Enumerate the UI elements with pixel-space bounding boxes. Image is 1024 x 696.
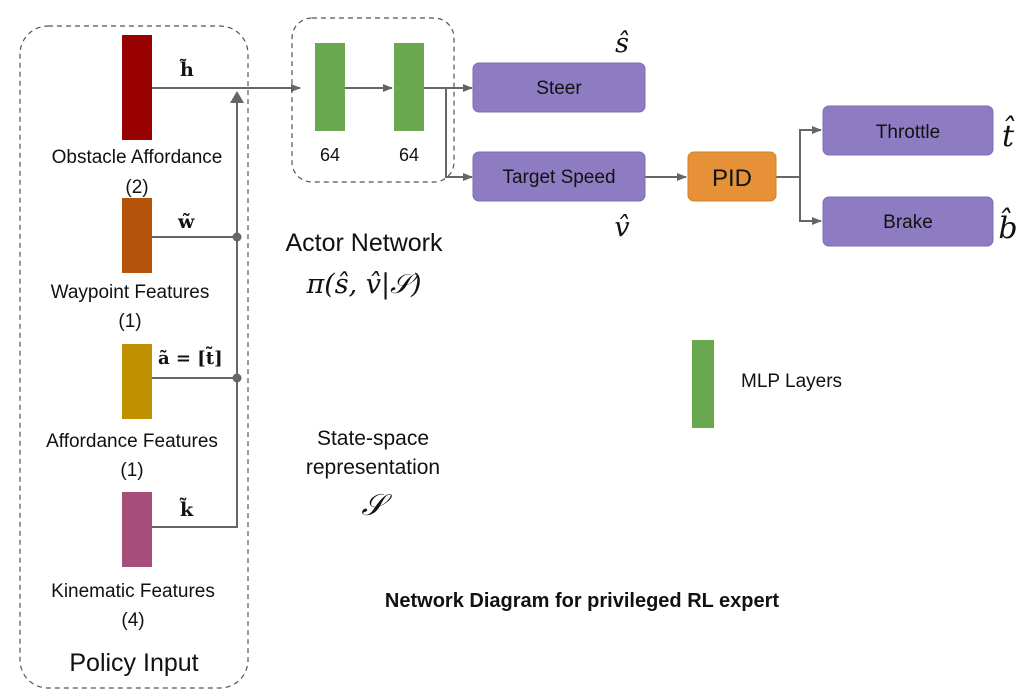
input-connectors	[152, 84, 301, 528]
k-symbol: k̃	[179, 498, 194, 521]
policy-input-title: Policy Input	[69, 649, 198, 677]
mlp-layer-1	[315, 43, 345, 131]
brake-box	[822, 196, 994, 247]
obstacle-affordance-count: (2)	[125, 177, 148, 198]
legend-mlp-swatch	[692, 340, 714, 428]
actor-network-formula: π(ŝ, v̂|𝒮)	[305, 269, 421, 300]
h-symbol: h̃	[179, 59, 194, 81]
kinematic-features-bar	[122, 492, 152, 567]
target-speed-symbol: v̂	[614, 212, 629, 243]
steer-box	[472, 62, 646, 113]
brake-symbol: b̂	[998, 207, 1017, 246]
state-space-line2: representation	[306, 456, 440, 479]
waypoint-features-label: Waypoint Features	[51, 282, 210, 303]
junction-dot-affordance	[232, 373, 242, 383]
affordance-features-count: (1)	[120, 460, 143, 481]
a-symbol: ã = [t̃]	[158, 346, 223, 369]
pid-box	[687, 151, 777, 202]
policy-input-container	[19, 25, 249, 689]
brake-label: Brake	[883, 212, 933, 233]
steer-symbol: ŝ	[615, 28, 629, 59]
waypoint-features-count: (1)	[118, 311, 141, 332]
pid-label: PID	[712, 165, 752, 192]
affordance-features-label: Affordance Features	[46, 431, 218, 452]
obstacle-affordance-bar	[122, 35, 152, 140]
kinematic-features-count: (4)	[121, 610, 144, 631]
waypoint-features-bar	[122, 198, 152, 273]
diagram-caption: Network Diagram for privileged RL expert	[385, 590, 780, 612]
actor-network-container	[291, 17, 455, 183]
actor-network-title: Actor Network	[286, 229, 443, 257]
state-space-line1: State-space	[317, 427, 429, 450]
mlp-layer-1-units: 64	[320, 145, 340, 165]
throttle-label: Throttle	[876, 122, 940, 143]
affordance-features-bar	[122, 344, 152, 419]
output-connectors	[424, 84, 822, 225]
merge-arrowhead	[230, 91, 244, 103]
state-space-symbol: 𝒮	[361, 488, 392, 523]
throttle-box	[822, 105, 994, 156]
mlp-layer-2-units: 64	[399, 145, 419, 165]
target-speed-label: Target Speed	[502, 167, 615, 188]
throttle-symbol: t̂	[1002, 115, 1015, 154]
target-speed-box	[472, 151, 646, 202]
legend-mlp-label: MLP Layers	[741, 371, 842, 392]
w-symbol: w̃	[177, 211, 195, 233]
kinematic-features-label: Kinematic Features	[51, 581, 215, 602]
mlp-layer-2	[394, 43, 424, 131]
junction-dot-waypoint	[232, 232, 242, 242]
steer-label: Steer	[536, 78, 582, 99]
obstacle-affordance-label: Obstacle Affordance	[52, 147, 223, 168]
